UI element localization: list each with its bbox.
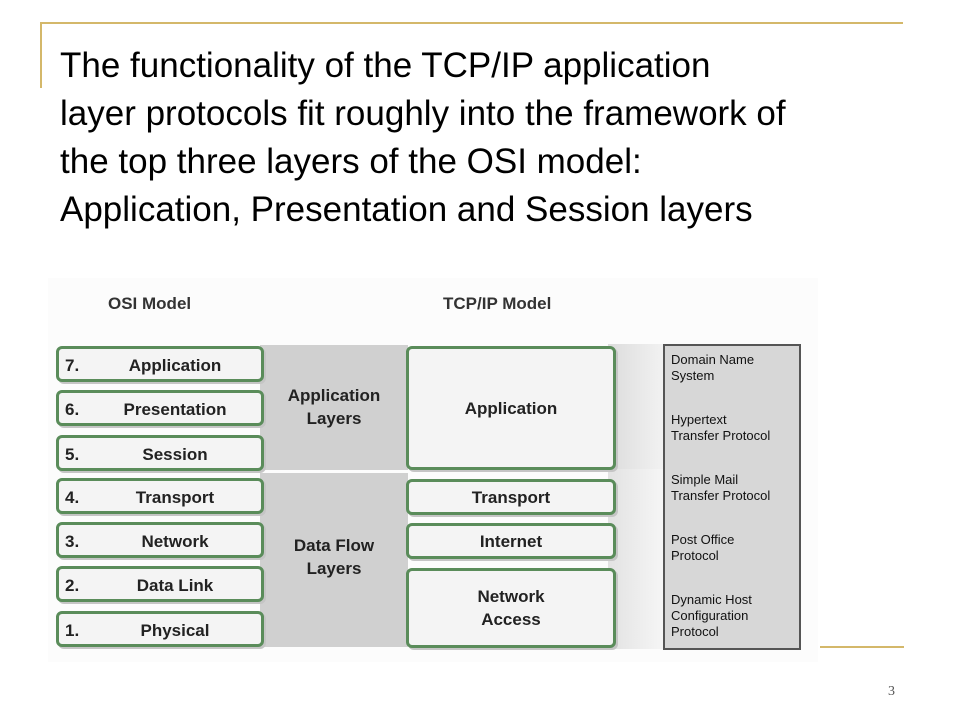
application-layers-label: Application Layers	[287, 386, 381, 428]
tcpip-layer-network-access: Network Access	[406, 568, 616, 648]
decorative-left-rule	[40, 22, 42, 88]
osi-layer-name: Physical	[140, 621, 210, 640]
osi-layer-name: Transport	[135, 488, 215, 507]
protocol-item: Domain Name System	[671, 352, 755, 383]
osi-layer-number: 5.	[65, 445, 80, 464]
application-layers-group: Application Layers	[260, 345, 408, 470]
osi-model-header: OSI Model	[108, 294, 192, 313]
osi-layer-name: Presentation	[123, 400, 227, 419]
tcpip-layer-transport: Transport	[406, 479, 616, 515]
osi-layer-network: 3. Network	[56, 522, 264, 558]
osi-layer-number: 6.	[65, 400, 80, 419]
slide-title: The functionality of the TCP/IP applicat…	[60, 46, 786, 229]
osi-tcpip-diagram: OSI Model TCP/IP Model Application Layer…	[48, 278, 818, 662]
tcpip-layer-application: Application	[406, 346, 616, 470]
data-flow-layers-label: Data Flow Layers	[293, 536, 375, 578]
osi-layer-name: Application	[128, 356, 222, 375]
osi-layer-presentation: 6. Presentation	[56, 390, 264, 426]
osi-layer-number: 4.	[65, 488, 80, 507]
osi-layer-data-link: 2. Data Link	[56, 566, 264, 602]
osi-layer-physical: 1. Physical	[56, 611, 264, 647]
osi-layer-name: Network	[141, 532, 209, 551]
tcpip-model-header: TCP/IP Model	[443, 294, 552, 313]
osi-layer-transport: 4. Transport	[56, 478, 264, 514]
osi-layer-name: Session	[142, 445, 208, 464]
decorative-top-rule	[40, 22, 903, 24]
protocol-item: Simple Mail Transfer Protocol	[671, 472, 771, 503]
osi-layer-session: 5. Session	[56, 435, 264, 471]
protocol-item: Dynamic Host Configuration Protocol	[671, 592, 752, 639]
page-number: 3	[888, 684, 895, 699]
data-flow-layers-group: Data Flow Layers	[260, 473, 408, 647]
tcpip-layer-internet: Internet	[406, 523, 616, 559]
osi-layer-number: 1.	[65, 621, 80, 640]
osi-layer-name: Data Link	[136, 576, 214, 595]
osi-layer-application: 7. Application	[56, 346, 264, 382]
protocol-item: Post Office Protocol	[671, 532, 735, 563]
decorative-bottom-rule	[820, 646, 904, 648]
lower-mapping-shade	[608, 469, 664, 649]
osi-layer-number: 2.	[65, 576, 80, 595]
application-mapping-shade	[608, 344, 664, 469]
protocol-item: Hypertext Transfer Protocol	[671, 412, 771, 443]
application-protocols-list: Domain Name System Hypertext Transfer Pr…	[663, 344, 801, 650]
osi-layer-number: 3.	[65, 532, 80, 551]
osi-layer-number: 7.	[65, 356, 80, 375]
